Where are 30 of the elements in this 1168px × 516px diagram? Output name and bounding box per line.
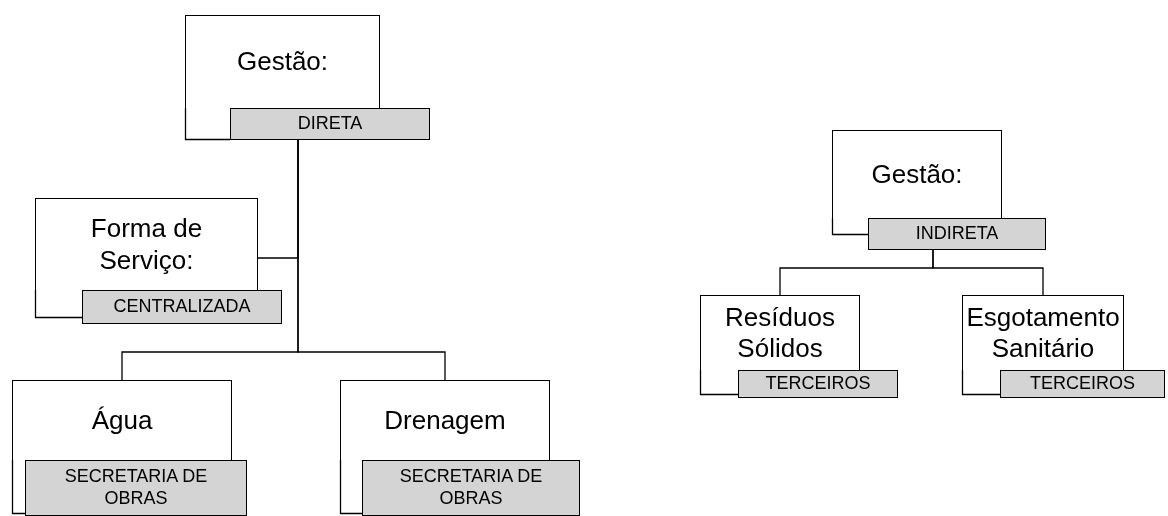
org-box [832, 130, 1002, 218]
box-title: Forma de Serviço: [89, 213, 204, 276]
box-title: Resíduos Sólidos [724, 301, 836, 365]
label-tag [82, 290, 282, 324]
org-box [340, 380, 550, 460]
label-tag [1000, 370, 1165, 398]
box-title: Água [91, 404, 153, 437]
org-box [12, 380, 232, 460]
org-box [185, 15, 380, 108]
tag-text: TERCEIROS [1030, 373, 1135, 395]
org-box [35, 198, 258, 290]
tag-text: DIRETA [297, 113, 363, 135]
box-title: Esgotamento Sanitário [966, 301, 1120, 365]
connector-line [297, 139, 446, 381]
label-tag [362, 460, 580, 516]
tag-text: TERCEIROS [765, 373, 871, 395]
label-tag [25, 460, 247, 516]
tag-text: INDIRETA [915, 223, 999, 245]
connector-line [932, 249, 1044, 296]
label-tag [230, 108, 430, 140]
org-box [700, 295, 860, 370]
label-tag [868, 218, 1046, 250]
box-title: Drenagem [384, 404, 506, 437]
box-title: Gestão: [236, 46, 329, 78]
tag-text: SECRETARIA DE OBRAS [398, 466, 544, 510]
label-tag [738, 370, 898, 398]
box-title: Gestão: [871, 158, 963, 191]
tag-text: CENTRALIZADA [113, 296, 251, 318]
org-box [962, 295, 1124, 370]
tag-text: SECRETARIA DE OBRAS [63, 466, 209, 510]
